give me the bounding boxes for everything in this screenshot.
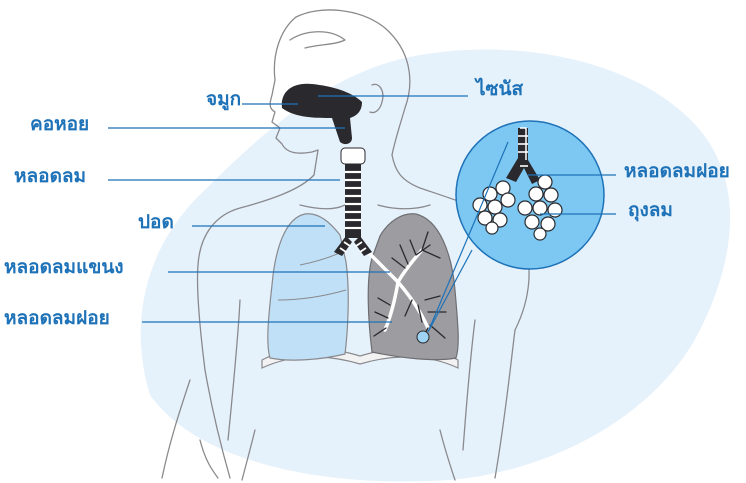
label-bronchus: หลอดลมแขนง xyxy=(4,258,124,277)
label-nose: จมูก xyxy=(206,90,241,109)
label-bronchiole-inset: หลอดลมฝอย xyxy=(624,162,730,181)
label-lung: ปอด xyxy=(138,213,174,232)
label-trachea: หลอดลม xyxy=(14,167,86,186)
label-bronchiole-left: หลอดลมฝอย xyxy=(4,309,110,328)
alveolus-spot xyxy=(417,331,429,343)
label-alveoli: ถุงลม xyxy=(628,201,673,220)
alveoli-inset xyxy=(456,121,604,269)
label-sinus: ไซนัส xyxy=(476,80,523,99)
label-pharynx: คอหอย xyxy=(30,115,89,134)
